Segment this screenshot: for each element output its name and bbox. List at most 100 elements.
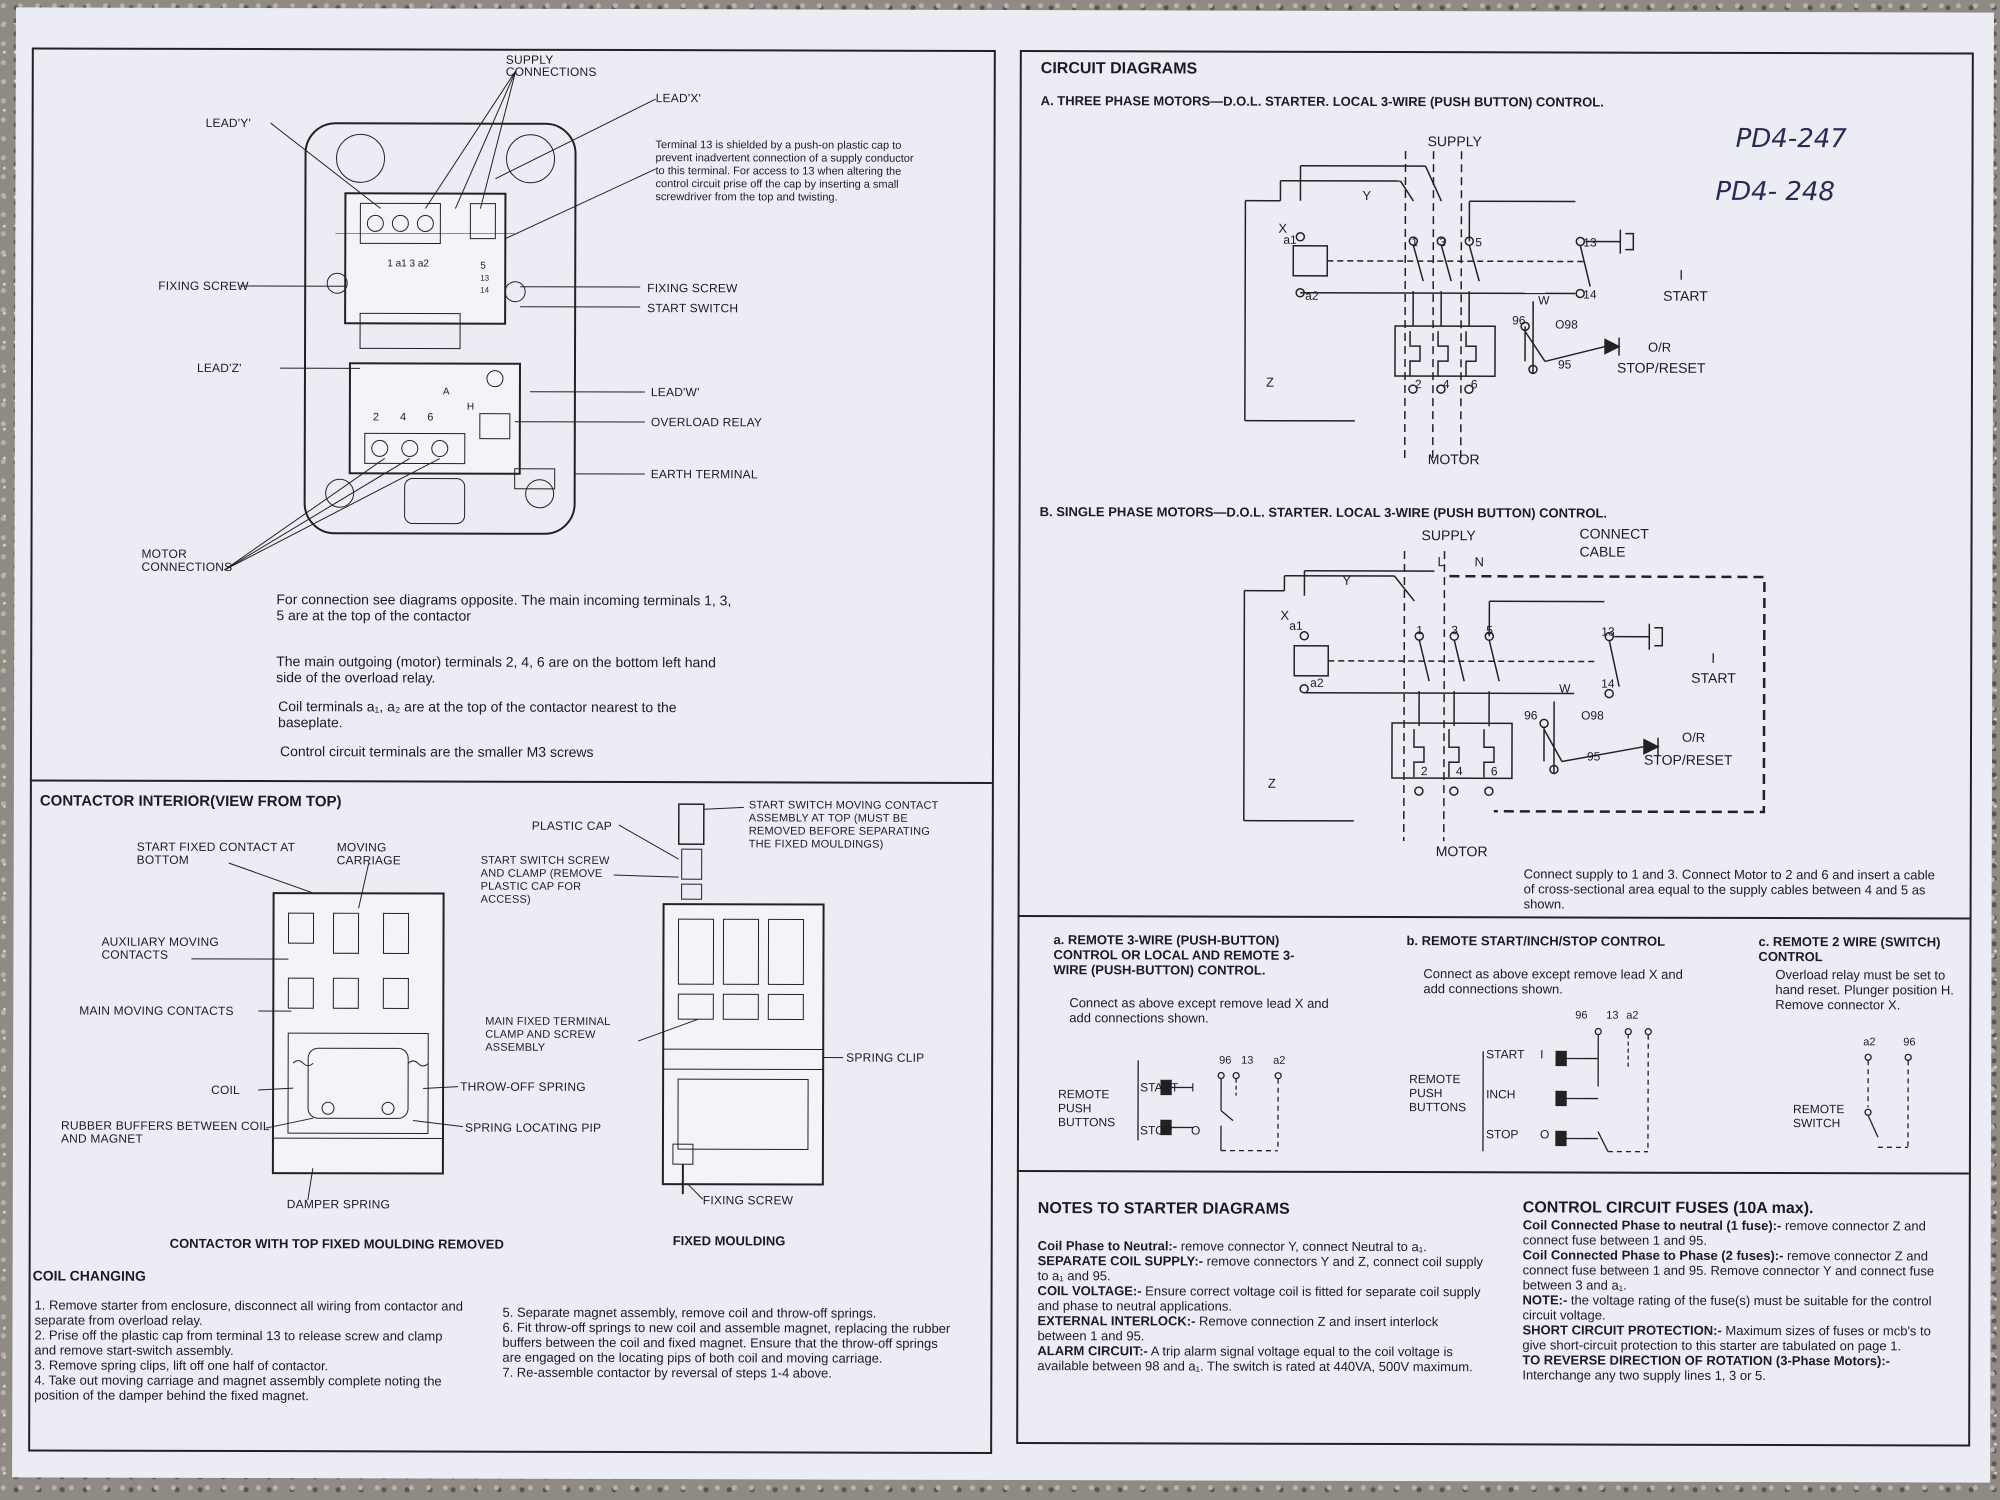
l-label: L bbox=[1437, 554, 1445, 570]
coil-label: COIL bbox=[211, 1082, 240, 1098]
rubber-buffers-label: RUBBER BUFFERS BETWEEN COIL AND MAGNET bbox=[60, 1118, 270, 1146]
remote-a-text: Connect as above except remove lead X an… bbox=[1069, 995, 1329, 1026]
remote-b-inch: INCH bbox=[1486, 1087, 1516, 1102]
remote-a-i: I bbox=[1191, 1080, 1195, 1095]
term-13-a: 13 bbox=[1583, 235, 1597, 250]
remote-c-text: Overload relay must be set to hand reset… bbox=[1775, 967, 1954, 1013]
coil-step-5: 5. Separate magnet assembly, remove coil… bbox=[502, 1304, 877, 1321]
start-fixed-contact-label: START FIXED CONTACT AT BOTTOM bbox=[136, 839, 295, 867]
throw-off-spring-label: THROW-OFF SPRING bbox=[460, 1079, 586, 1094]
term-95-b: 95 bbox=[1586, 749, 1601, 764]
remote-b-o: O bbox=[1539, 1127, 1550, 1142]
remote-b-title: b. REMOTE START/INCH/STOP CONTROL bbox=[1406, 933, 1666, 949]
n-label: N bbox=[1474, 554, 1484, 570]
circuit-diagram-a bbox=[1244, 151, 1635, 462]
term-96-b: 96 bbox=[1524, 708, 1538, 723]
or-label-b: O/R bbox=[1682, 729, 1706, 745]
motor-label-b: MOTOR bbox=[1435, 843, 1488, 860]
notes-list: Coil Phase to Neutral:- remove connector… bbox=[1037, 1238, 1487, 1374]
supply-label-b: SUPPLY bbox=[1421, 527, 1476, 544]
start-label-a: START bbox=[1663, 287, 1708, 304]
term-98-a: O98 bbox=[1555, 317, 1578, 332]
spring-clip-label: SPRING CLIP bbox=[846, 1050, 925, 1065]
wire-z-b: Z bbox=[1267, 775, 1276, 791]
fuse-note-4: SHORT CIRCUIT PROTECTION:- Maximum sizes… bbox=[1522, 1322, 1931, 1354]
remote-push-buttons-b: REMOTE PUSH BUTTONS bbox=[1409, 1072, 1467, 1115]
term-5-a: 5 bbox=[1475, 235, 1483, 250]
contactor-enclosure-drawing bbox=[303, 122, 577, 535]
remote-c-a2: a2 bbox=[1863, 1036, 1876, 1049]
handwritten-note-1: PD4-247 bbox=[1735, 123, 1847, 155]
stop-reset-label-b: STOP/RESET bbox=[1643, 751, 1733, 768]
term-13-b: 13 bbox=[1601, 624, 1615, 639]
i-label-a: I bbox=[1679, 266, 1684, 283]
diagram-b-note: Connect supply to 1 and 3. Connect Motor… bbox=[1523, 866, 1935, 912]
term-2-b: 2 bbox=[1420, 764, 1428, 779]
fuses-title: CONTROL CIRCUIT FUSES (10A max). bbox=[1522, 1199, 1814, 1218]
note-2: SEPARATE COIL SUPPLY:- remove connectors… bbox=[1037, 1253, 1483, 1284]
fuse-note-1: Coil Connected Phase to neutral (1 fuse)… bbox=[1522, 1217, 1926, 1248]
term-1-a: 1 bbox=[1411, 235, 1419, 250]
term-2-a: 2 bbox=[1414, 377, 1422, 392]
term-96-a: 96 bbox=[1512, 313, 1526, 328]
remote-b-96: 96 bbox=[1575, 1009, 1588, 1022]
remote-c-diagram bbox=[1864, 1053, 1912, 1149]
note-3: COIL VOLTAGE:- Ensure correct voltage co… bbox=[1037, 1283, 1481, 1314]
coil-steps-right: 5. Separate magnet assembly, remove coil… bbox=[502, 1305, 952, 1381]
handwritten-note-2: PD4- 248 bbox=[1715, 176, 1836, 208]
term-a1-a: a1 bbox=[1283, 232, 1297, 247]
plastic-cap-label: PLASTIC CAP bbox=[531, 818, 613, 833]
term-14-b: 14 bbox=[1601, 676, 1615, 691]
term-95-a: 95 bbox=[1557, 357, 1572, 372]
diagram-b-title: B. SINGLE PHASE MOTORS—D.O.L. STARTER. L… bbox=[1039, 504, 1608, 521]
or-label-a: O/R bbox=[1648, 339, 1672, 355]
main-fixed-terminal-label: MAIN FIXED TERMINAL CLAMP AND SCREW ASSE… bbox=[485, 1015, 611, 1054]
moving-carriage-label: MOVING CARRIAGE bbox=[336, 840, 401, 868]
fixed-moulding-drawing bbox=[661, 803, 825, 1195]
remote-c-title: c. REMOTE 2 WIRE (SWITCH) CONTROL bbox=[1758, 933, 1941, 965]
remote-b-start: START bbox=[1486, 1047, 1525, 1062]
fuse-note-3: NOTE:- the voltage rating of the fuse(s)… bbox=[1522, 1292, 1932, 1323]
term-a1-b: a1 bbox=[1289, 618, 1303, 633]
caption-top-removed: CONTACTOR WITH TOP FIXED MOULDING REMOVE… bbox=[169, 1235, 504, 1252]
term-98-b: O98 bbox=[1581, 708, 1604, 723]
note-5: ALARM CIRCUIT:- A trip alarm signal volt… bbox=[1037, 1343, 1473, 1375]
enclosure-leader-lines bbox=[224, 70, 656, 571]
remote-switch-label: REMOTE SWITCH bbox=[1792, 1102, 1845, 1131]
wire-w-a: W bbox=[1538, 293, 1550, 308]
coil-step-4: 4. Take out moving carriage and magnet a… bbox=[34, 1372, 442, 1404]
wire-x-b: X bbox=[1280, 607, 1290, 623]
term-6-a: 6 bbox=[1470, 377, 1478, 392]
term-5-b: 5 bbox=[1486, 623, 1494, 638]
remote-a-diagram bbox=[1137, 1060, 1282, 1152]
motor-label-a: MOTOR bbox=[1427, 451, 1480, 468]
coil-step-7: 7. Re-assemble contactor by reversal of … bbox=[502, 1364, 832, 1381]
wire-y-a: Y bbox=[1362, 187, 1372, 203]
circuit-diagrams-title: CIRCUIT DIAGRAMS bbox=[1040, 60, 1198, 78]
damper-spring-label: DAMPER SPRING bbox=[286, 1197, 391, 1212]
spring-locating-pip-label: SPRING LOCATING PIP bbox=[464, 1120, 602, 1135]
remote-a-13: 13 bbox=[1241, 1054, 1254, 1067]
wire-y-b: Y bbox=[1342, 572, 1352, 588]
interior-leader-lines bbox=[191, 806, 844, 1201]
remote-b-stop: STOP bbox=[1485, 1127, 1519, 1142]
start-switch-moving-label: START SWITCH MOVING CONTACT ASSEMBLY AT … bbox=[748, 799, 939, 851]
contactor-interior-drawing bbox=[271, 892, 445, 1175]
coil-step-3: 3. Remove spring clips, lift off one hal… bbox=[34, 1357, 329, 1374]
remote-b-13: 13 bbox=[1606, 1009, 1619, 1022]
note-4: EXTERNAL INTERLOCK:- Remove connection Z… bbox=[1037, 1313, 1439, 1344]
wire-z-a: Z bbox=[1265, 374, 1274, 390]
instruction-sheet: SUPPLY CONNECTIONS LEAD'X' LEAD'Y' Termi… bbox=[12, 7, 1994, 1483]
term-6-b: 6 bbox=[1490, 764, 1498, 779]
remote-push-buttons-a: REMOTE PUSH BUTTONS bbox=[1057, 1087, 1116, 1130]
connect-cable-label: CONNECT CABLE bbox=[1579, 525, 1649, 560]
coil-step-1: 1. Remove starter from enclosure, discon… bbox=[34, 1297, 464, 1328]
note-1: Coil Phase to Neutral:- remove connector… bbox=[1037, 1238, 1427, 1255]
term-3-a: 3 bbox=[1439, 235, 1447, 250]
remote-a-96: 96 bbox=[1219, 1054, 1232, 1067]
remote-b-text: Connect as above except remove lead X an… bbox=[1423, 966, 1683, 997]
term-4-b: 4 bbox=[1455, 764, 1463, 779]
fixing-screw-bottom-label: FIXING SCREW bbox=[702, 1193, 794, 1208]
term-3-b: 3 bbox=[1451, 623, 1459, 638]
remote-a-stop: STOP bbox=[1139, 1123, 1173, 1138]
